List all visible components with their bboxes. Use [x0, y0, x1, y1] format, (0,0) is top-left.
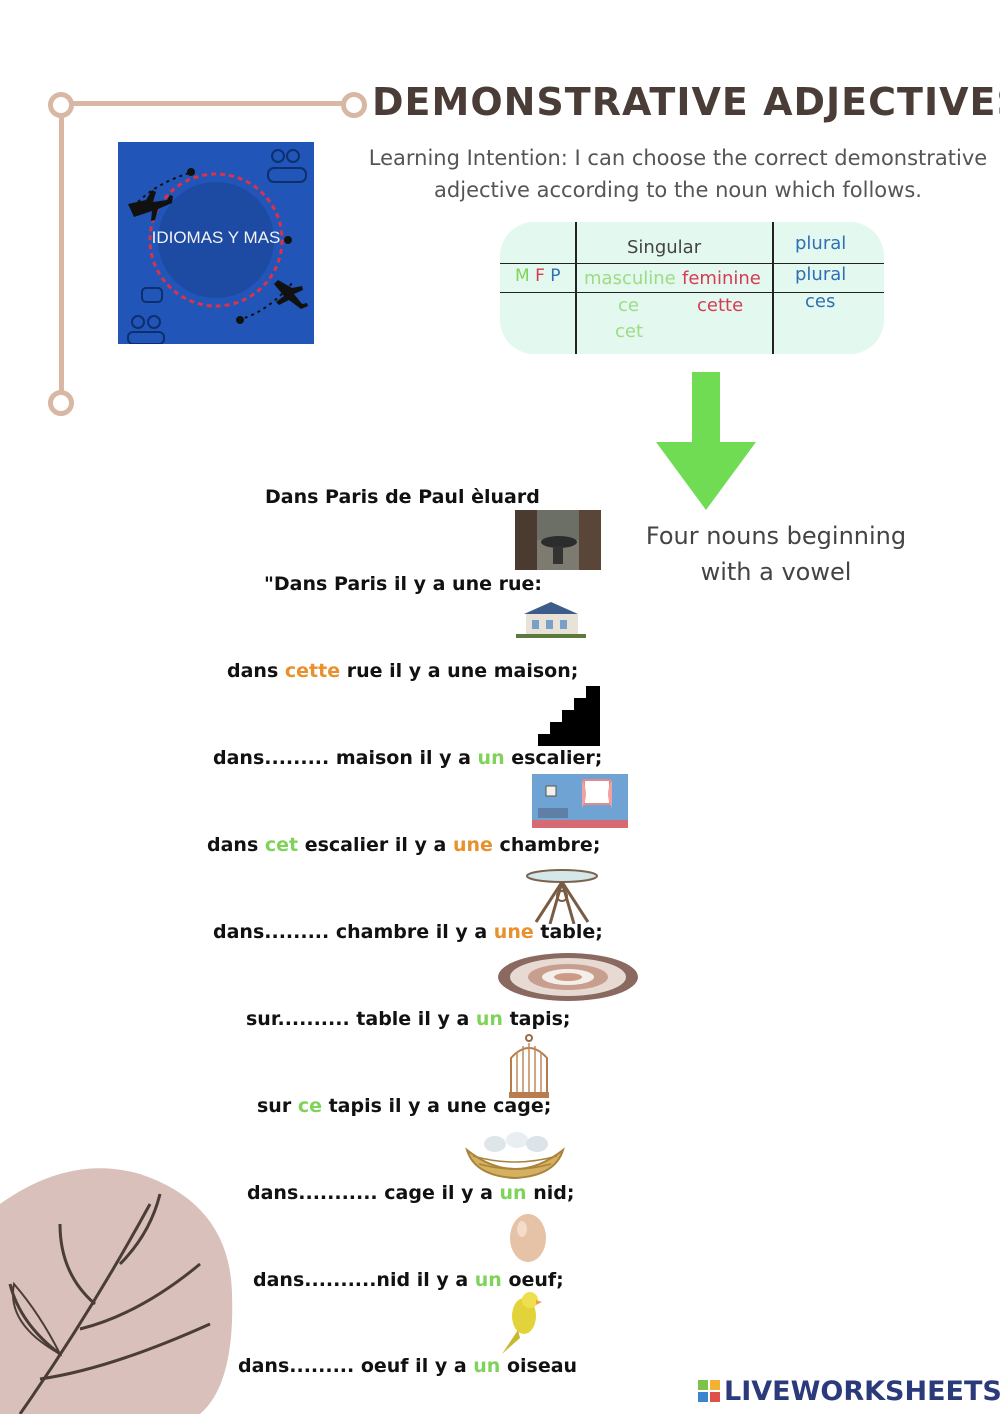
arrow-note: Four nouns beginning with a vowel: [645, 522, 907, 586]
mfp-label: M F P: [515, 266, 561, 286]
arrow-down-icon: [656, 372, 756, 510]
leaf-decoration-icon: [0, 1168, 233, 1414]
poem-line: sur.......... table il y a un tapis;: [246, 1008, 571, 1030]
house-icon: [516, 602, 586, 638]
staircase-icon: [538, 686, 600, 746]
egg-icon: [510, 1214, 546, 1262]
rug-icon: [498, 953, 638, 1001]
poem-line: dans......... chambre il y a une table;: [213, 921, 603, 943]
bedroom-icon: [532, 774, 628, 828]
poem-line: dans......... maison il y a un escalier;: [213, 747, 603, 769]
frame-line-vertical: [59, 104, 64, 400]
poem-line: dans cette rue il y a une maison;: [227, 660, 579, 682]
frame-ring-icon: [341, 92, 367, 118]
learning-intention: Learning Intention: I can choose the cor…: [368, 146, 988, 202]
poem-line: dans......... oeuf il y a un oiseau: [238, 1355, 578, 1377]
brand-text: LIVEWORKSHEETS: [724, 1376, 1000, 1407]
singular-header: Singular: [627, 237, 702, 258]
cette-value: cette: [697, 295, 744, 316]
table-rule: [500, 292, 884, 293]
table-rule: [575, 222, 577, 354]
poem-line: dans........... cage il y a un nid;: [247, 1182, 575, 1204]
table-rule: [772, 222, 774, 354]
page-title: DEMONSTRATIVE ADJECTIVES: [372, 80, 1000, 124]
ce-value: ce: [618, 295, 639, 316]
street-photo-icon: [515, 510, 601, 570]
ces-value: ces: [805, 291, 836, 312]
logo: IDIOMAS Y MAS: [118, 142, 314, 344]
table-icon: [526, 869, 598, 924]
nest-icon: [465, 1132, 565, 1180]
feminine-label: feminine: [682, 268, 761, 289]
poem-line: dans cet escalier il y a une chambre;: [207, 834, 601, 856]
masculine-label: masculine: [584, 268, 676, 289]
poem-line: dans..........nid il y a un oeuf;: [253, 1269, 564, 1291]
cet-value: cet: [615, 321, 644, 342]
plural-label: plural: [795, 264, 847, 285]
plural-header: plural: [795, 233, 847, 254]
poem-line: "Dans Paris il y a une rue:: [264, 573, 542, 595]
grammar-table: Singular plural M F P masculine feminine…: [500, 222, 884, 354]
frame-ring-icon: [48, 92, 74, 118]
birdcage-icon: [509, 1034, 549, 1098]
frame-ring-icon: [48, 390, 74, 416]
bird-icon: [502, 1292, 542, 1354]
brand-logo-icon: [698, 1380, 720, 1406]
frame-line-horizontal: [60, 101, 350, 106]
poem-title: Dans Paris de Paul èluard: [265, 486, 540, 508]
poem-line: sur ce tapis il y a une cage;: [257, 1095, 552, 1117]
logo-graphic-icon: [127, 149, 308, 344]
logo-text: IDIOMAS Y MAS: [151, 228, 281, 247]
table-rule: [500, 263, 884, 264]
